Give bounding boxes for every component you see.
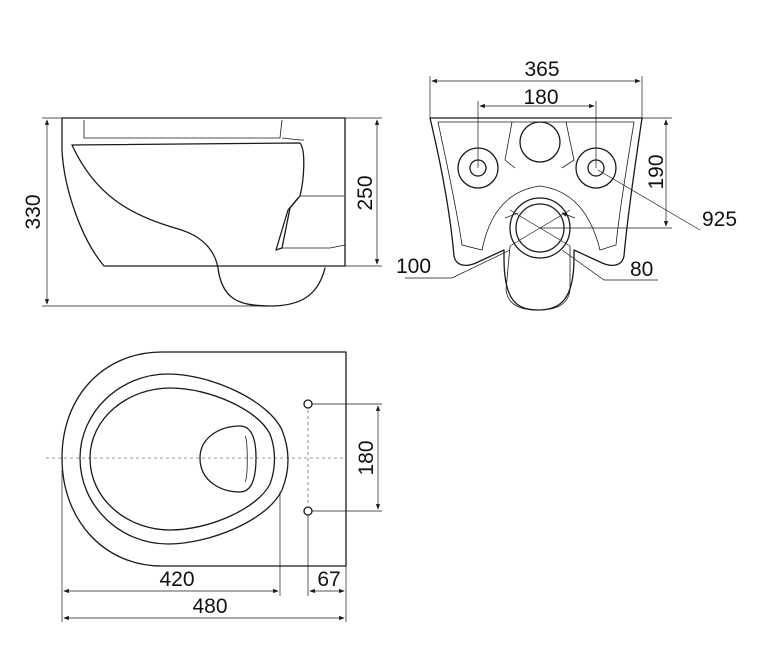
leader-80 xyxy=(561,249,658,281)
rear-view-outlet-pipe xyxy=(505,245,571,311)
dim-365-label: 365 xyxy=(524,58,559,81)
dim-top-180-label: 180 xyxy=(355,440,378,475)
top-view-outlet xyxy=(199,425,257,493)
leader-100 xyxy=(405,249,511,279)
side-view: 330 250 xyxy=(22,117,382,307)
top-view-outlet-inner xyxy=(244,435,248,483)
leader-100-label: 100 xyxy=(396,255,431,278)
rear-view: 365 180 190 925 100 80 xyxy=(396,58,737,311)
rear-view-inner-edge xyxy=(437,121,635,251)
leader-925 xyxy=(597,169,701,231)
dim-480-label: 480 xyxy=(192,595,227,618)
dim-190-label: 190 xyxy=(645,154,668,189)
dim-rear-180-label: 180 xyxy=(523,86,558,109)
dim-420-label: 420 xyxy=(159,568,194,591)
dim-250-label: 250 xyxy=(354,175,377,210)
top-view-mount-hole-top xyxy=(303,399,313,409)
side-view-body-outline xyxy=(61,117,346,267)
top-view-rim xyxy=(79,373,289,545)
top-view: 180 420 67 480 xyxy=(46,351,382,622)
top-view-outline xyxy=(61,351,347,567)
rear-view-top-bracket xyxy=(504,121,575,169)
top-view-bowl xyxy=(89,387,276,531)
side-view-rim xyxy=(83,119,304,141)
side-view-bowl-curve xyxy=(71,144,326,307)
leader-80-label: 80 xyxy=(630,258,653,281)
leader-925-label: 925 xyxy=(702,208,737,231)
side-view-outlet xyxy=(282,195,346,249)
rear-view-top-hole xyxy=(519,121,561,163)
dim-67-label: 67 xyxy=(317,568,340,591)
rear-view-outlet-arrows xyxy=(504,213,576,218)
top-view-mount-hole-bottom xyxy=(303,506,313,516)
dim-330-label: 330 xyxy=(22,194,45,229)
rear-view-outline xyxy=(429,117,643,311)
side-view-bowl-inner xyxy=(71,142,305,251)
